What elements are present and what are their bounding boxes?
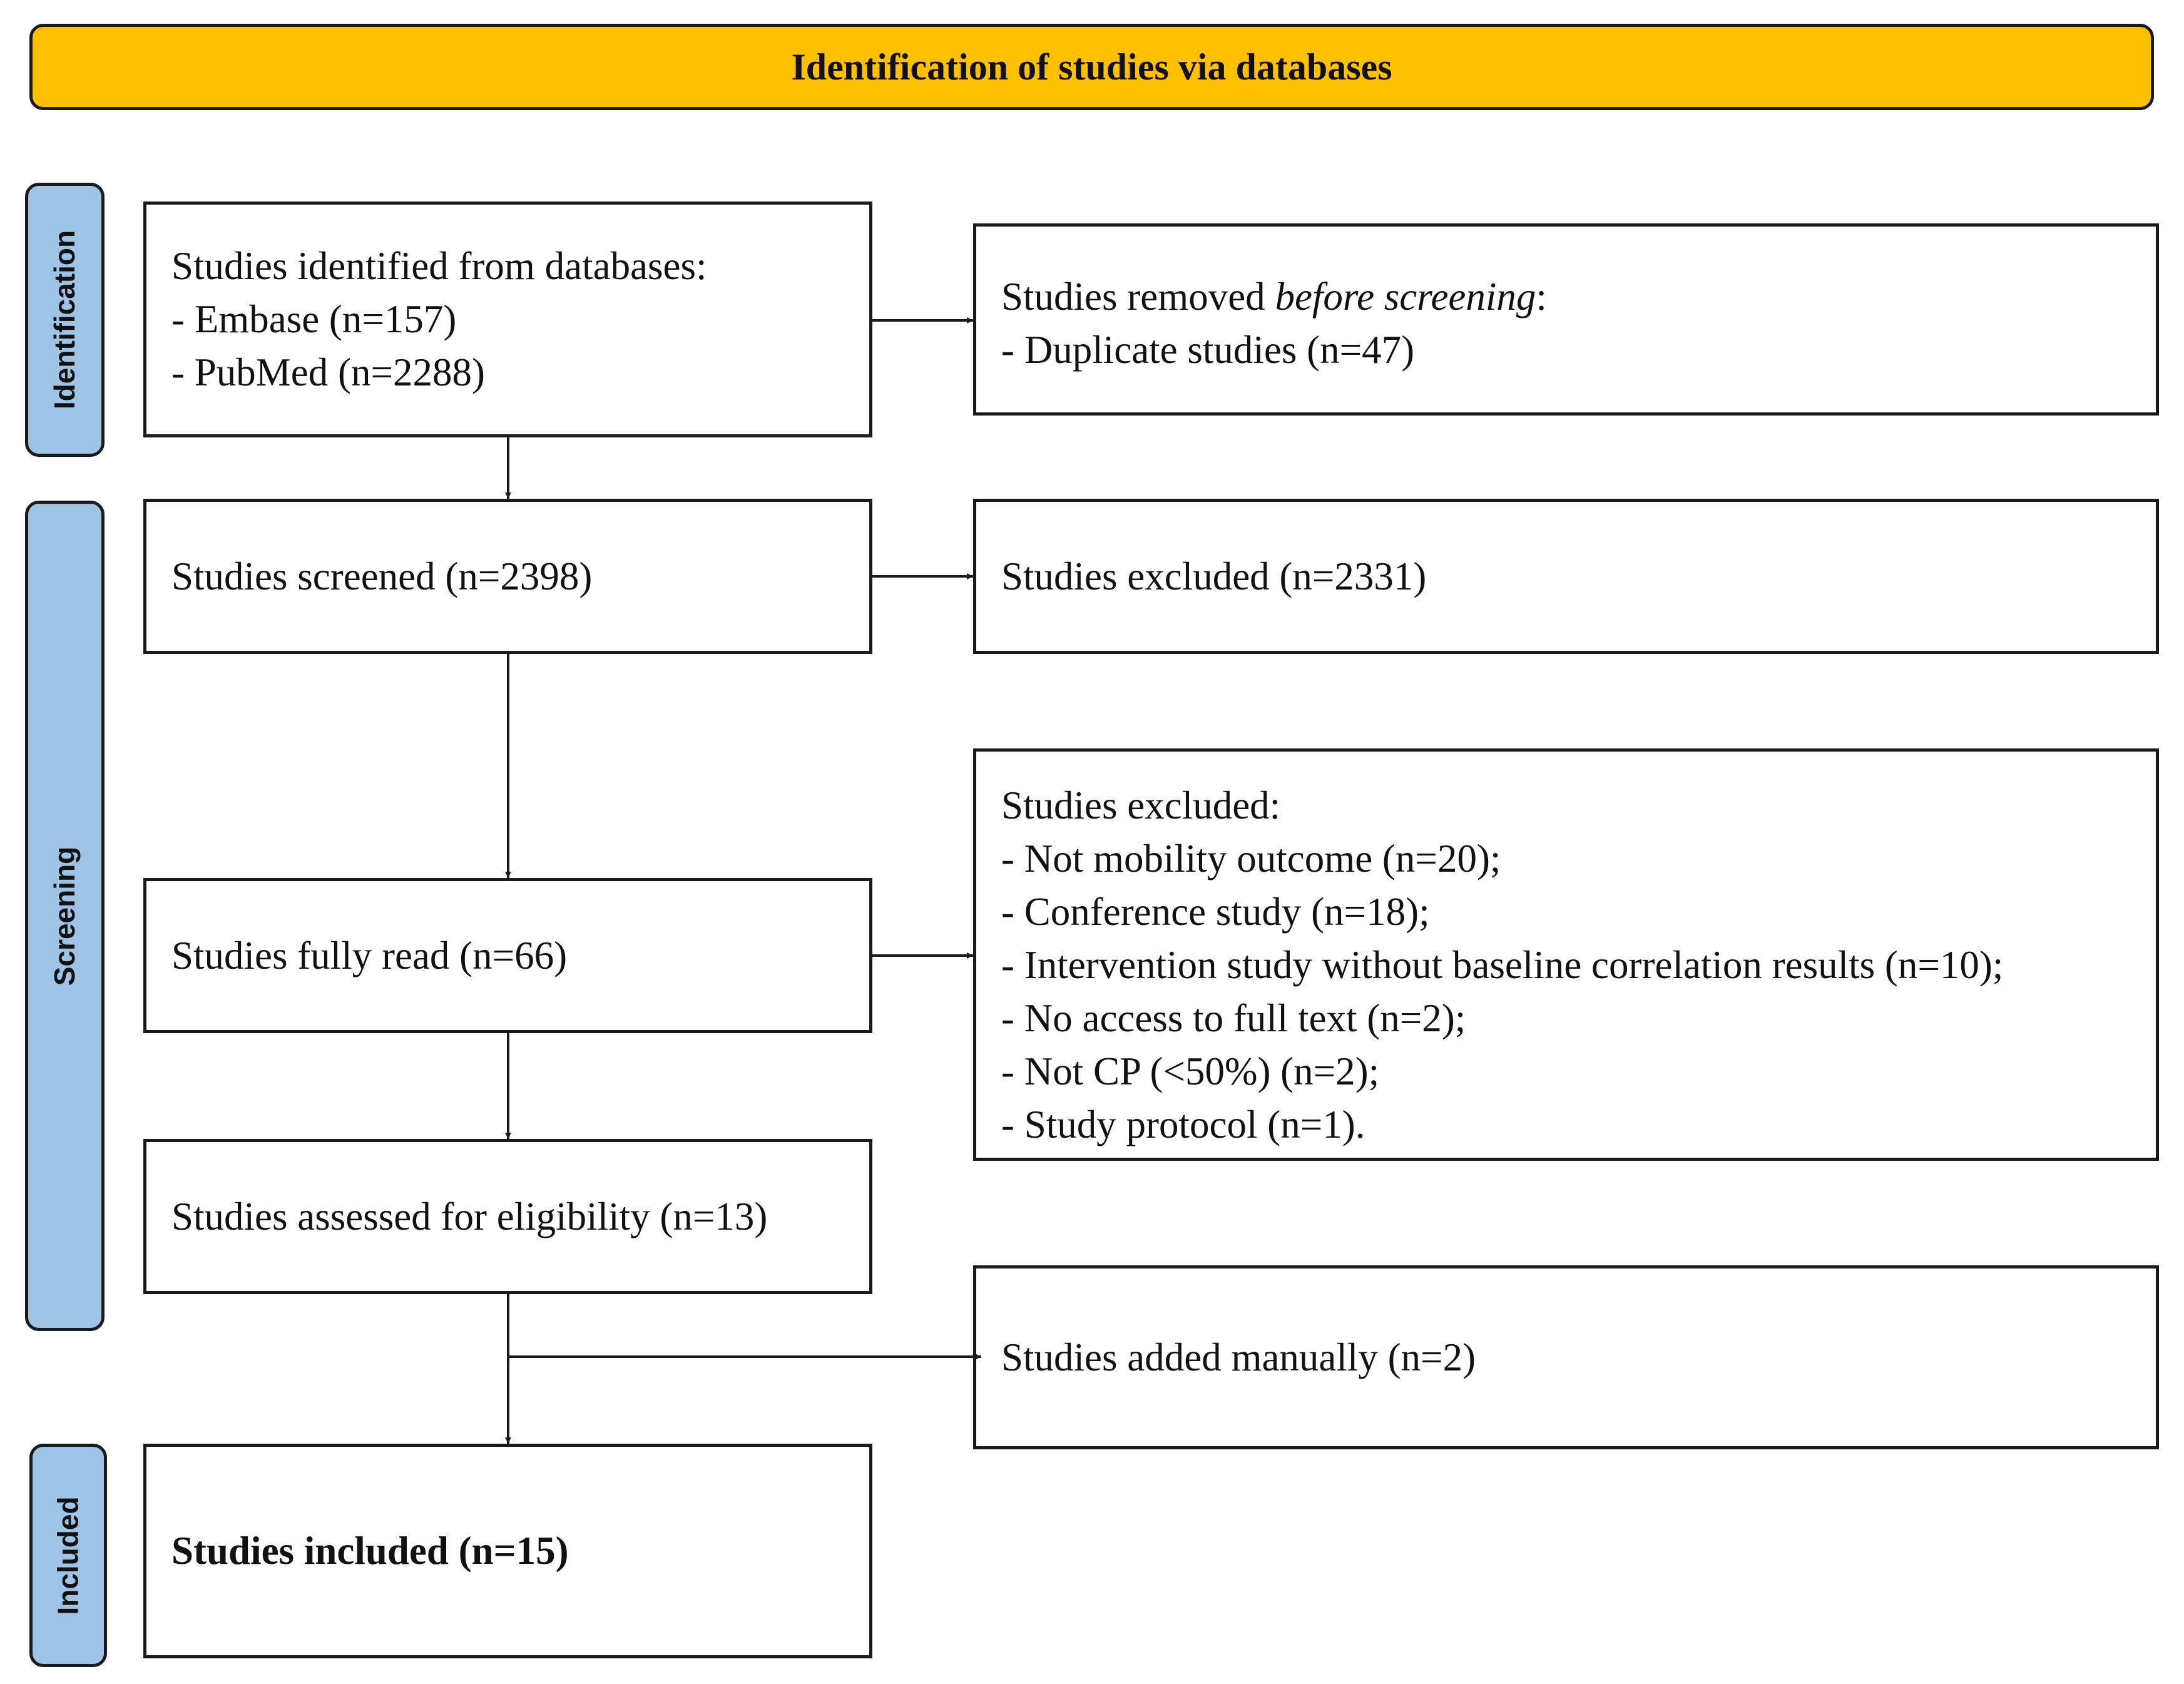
- box-removed: Studies removed before screening: - Dupl…: [973, 223, 2159, 416]
- box-eligibility: Studies assessed for eligibility (n=13): [143, 1139, 872, 1294]
- header-banner: Identification of studies via databases: [29, 24, 2154, 110]
- box-screened: Studies screened (n=2398): [143, 499, 872, 654]
- identified-title: Studies identified from databases:: [171, 244, 707, 288]
- exclusion-reason-item: - Study protocol (n=1).: [1001, 1103, 1365, 1146]
- header-title: Identification of studies via databases: [791, 46, 1392, 88]
- box-added-manually: Studies added manually (n=2): [973, 1265, 2159, 1449]
- removed-title: Studies removed before screening:: [1001, 270, 2156, 324]
- exclusion-reason-item: - No access to full text (n=2);: [1001, 996, 1466, 1040]
- box-excluded-screening: Studies excluded (n=2331): [973, 499, 2159, 654]
- phase-identification: Identification: [25, 183, 105, 457]
- eligibility-label: Studies assessed for eligibility (n=13): [171, 1194, 768, 1238]
- removed-item: - Duplicate studies (n=47): [1001, 328, 1415, 372]
- exclusion-reason-item: - Not CP (<50%) (n=2);: [1001, 1049, 1380, 1093]
- exclusion-reason-item: - Not mobility outcome (n=20);: [1001, 837, 1501, 880]
- removed-title-prefix: Studies removed: [1001, 275, 1275, 319]
- added-manually-label: Studies added manually (n=2): [1001, 1335, 1476, 1379]
- box-identified: Studies identified from databases: - Emb…: [143, 202, 872, 437]
- phase-included: Included: [29, 1444, 107, 1667]
- phase-screening: Screening: [25, 501, 105, 1331]
- identified-item: - Embase (n=157): [171, 297, 457, 341]
- box-excluded-fulltext: Studies excluded: - Not mobility outcome…: [973, 748, 2159, 1161]
- box-fully-read: Studies fully read (n=66): [143, 878, 872, 1033]
- excluded-screening-label: Studies excluded (n=2331): [1001, 554, 1427, 598]
- included-label: Studies included (n=15): [171, 1529, 569, 1573]
- removed-title-suffix: :: [1536, 275, 1547, 319]
- box-included: Studies included (n=15): [143, 1444, 872, 1658]
- screened-label: Studies screened (n=2398): [171, 554, 593, 598]
- excluded-fulltext-title: Studies excluded:: [1001, 783, 1281, 827]
- identified-item: - PubMed (n=2288): [171, 350, 485, 394]
- fully-read-label: Studies fully read (n=66): [171, 933, 568, 977]
- exclusion-reason-item: - Intervention study without baseline co…: [1001, 943, 2004, 987]
- removed-title-emphasis: before screening: [1275, 275, 1536, 319]
- exclusion-reason-item: - Conference study (n=18);: [1001, 890, 1430, 934]
